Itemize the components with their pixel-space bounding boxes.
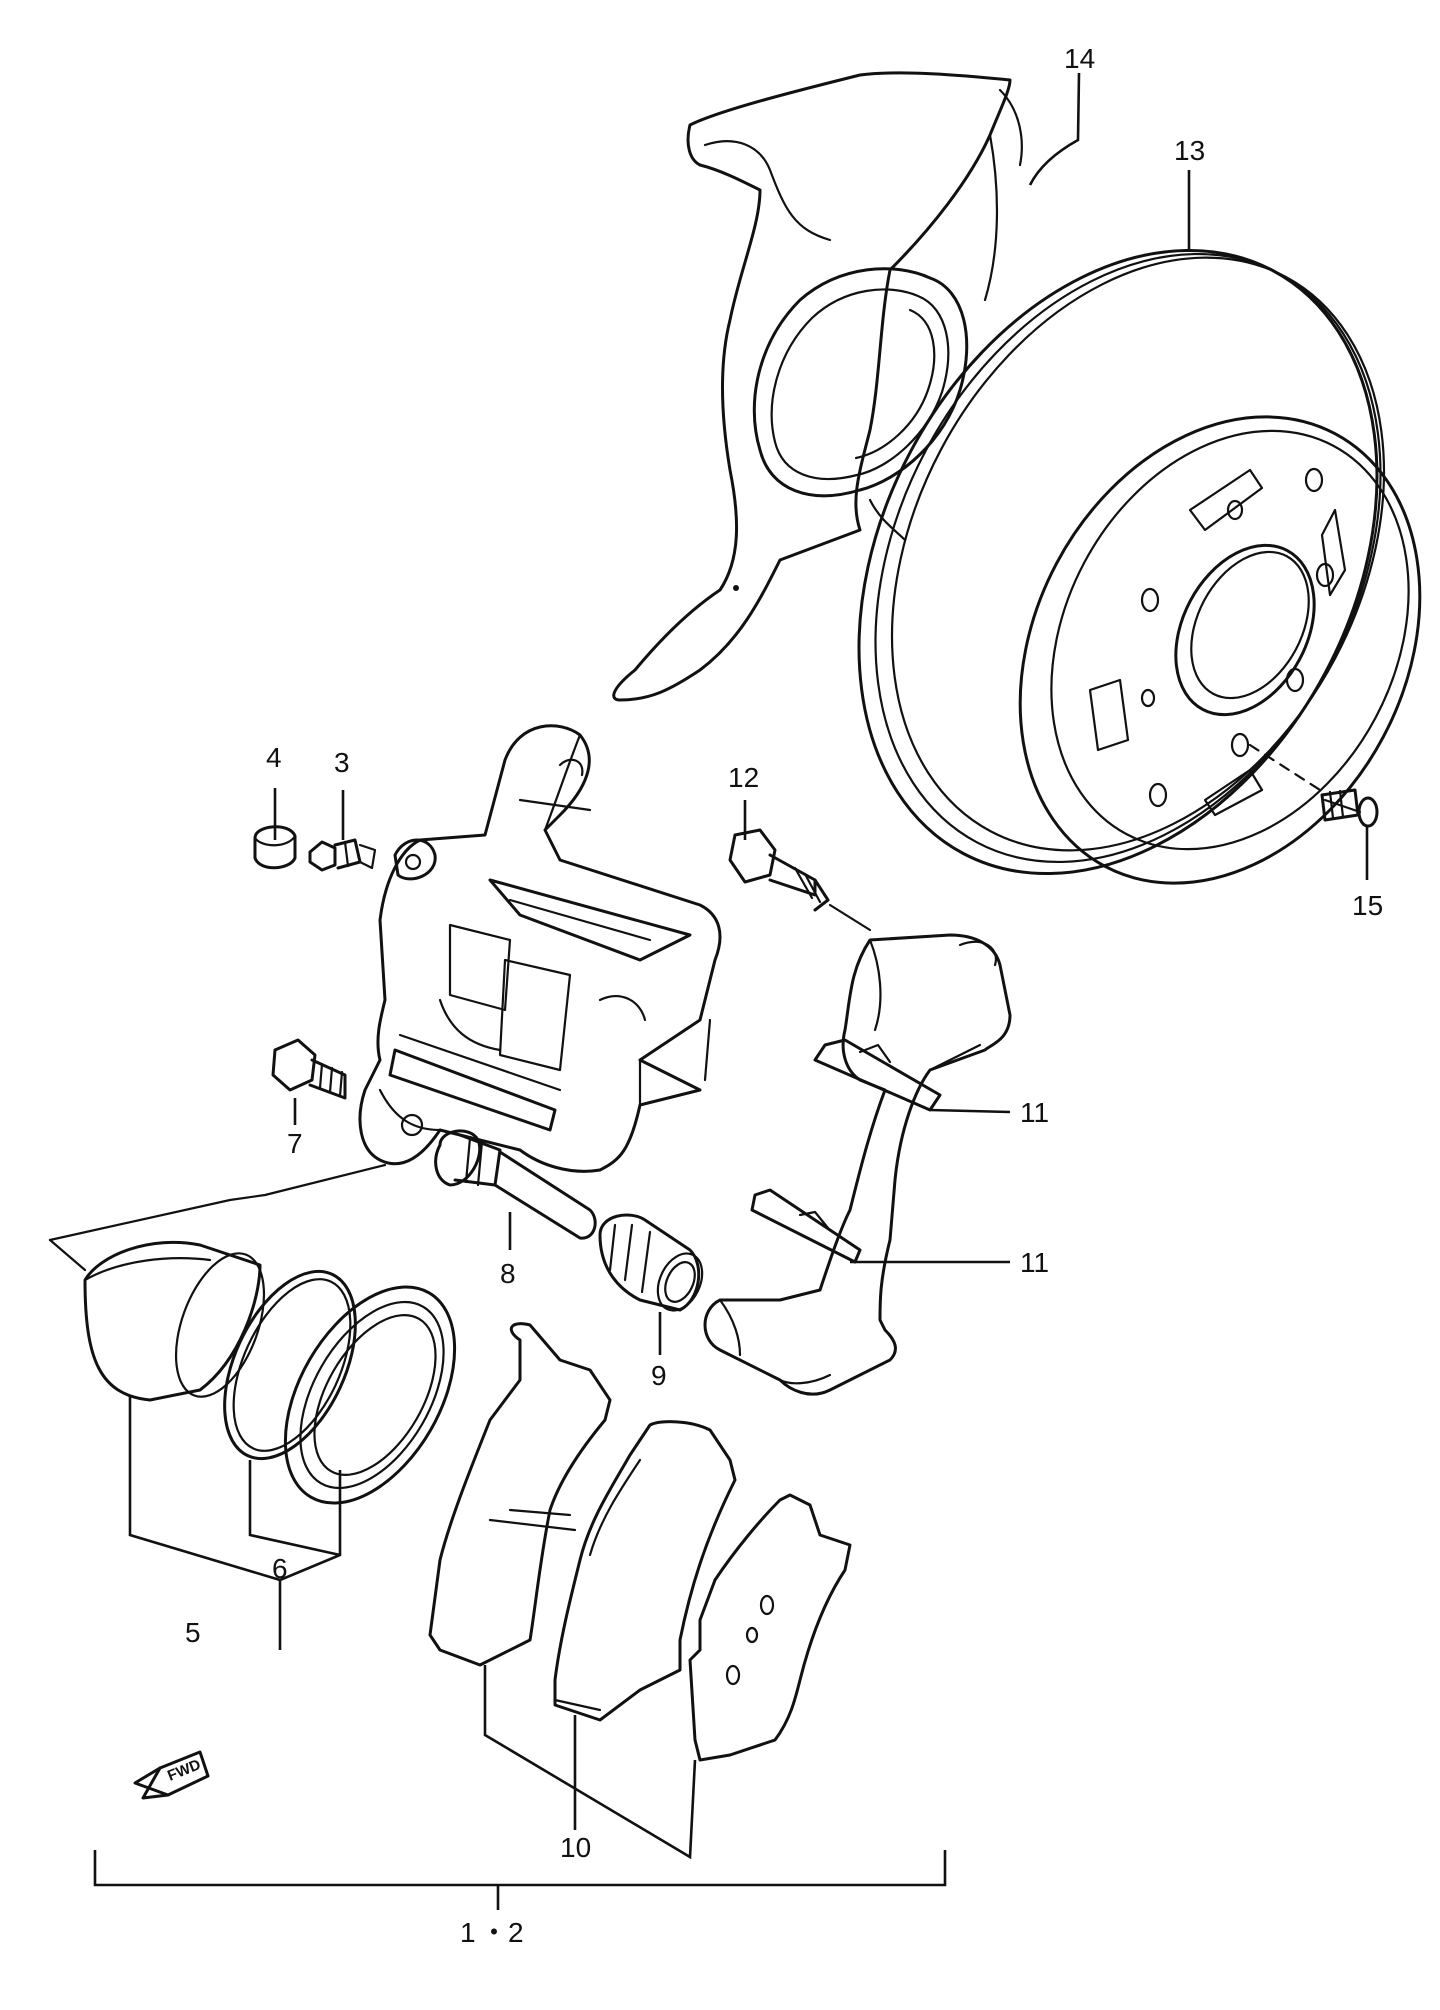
label-9: 9	[651, 1360, 667, 1391]
brake-pad-inner	[553, 1420, 737, 1722]
mounting-bolt	[271, 1038, 347, 1100]
brake-disc	[857, 248, 1422, 885]
part-labels: 14 13 15 12 4 3 7 8 9 11 11 5 6 10 1 ・ 2	[185, 43, 1383, 1948]
label-1: 1	[460, 1917, 476, 1948]
label-8: 8	[500, 1258, 516, 1289]
disc-screw	[1248, 743, 1379, 828]
label-15: 15	[1352, 890, 1383, 921]
leader-lines	[93, 72, 1369, 1910]
guide-bolt	[728, 828, 872, 932]
anti-squeal-shim	[688, 1493, 852, 1762]
pad-clip-lower	[750, 1188, 862, 1264]
label-7: 7	[287, 1128, 303, 1159]
guide-pin	[434, 1129, 597, 1240]
label-6: 6	[272, 1553, 288, 1584]
caliper-body	[358, 724, 722, 1173]
label-4: 4	[266, 742, 282, 773]
label-2: 2	[508, 1917, 524, 1948]
bleeder-cap	[253, 825, 297, 870]
label-11-lower: 11	[1020, 1247, 1049, 1278]
piston-boot	[283, 1285, 457, 1505]
label-10: 10	[560, 1832, 591, 1863]
pad-clip-upper	[813, 1038, 942, 1112]
label-separator: ・	[480, 1917, 508, 1948]
piston	[83, 1240, 266, 1402]
label-13: 13	[1174, 135, 1205, 166]
pin-boot	[598, 1213, 704, 1312]
caliper-support-bracket	[703, 933, 1012, 1396]
dust-shield	[612, 71, 1023, 702]
assembly-guide-lines	[48, 1018, 712, 1272]
label-12: 12	[728, 762, 759, 793]
label-14: 14	[1064, 43, 1095, 74]
label-3: 3	[334, 747, 350, 778]
label-5: 5	[185, 1617, 201, 1648]
bleeder-screw	[308, 838, 377, 872]
fwd-arrow-icon: FWD	[133, 1750, 210, 1800]
brake-pad-outer	[428, 1322, 612, 1667]
label-11-upper: 11	[1020, 1097, 1049, 1128]
piston-seal-ring	[223, 1269, 357, 1461]
